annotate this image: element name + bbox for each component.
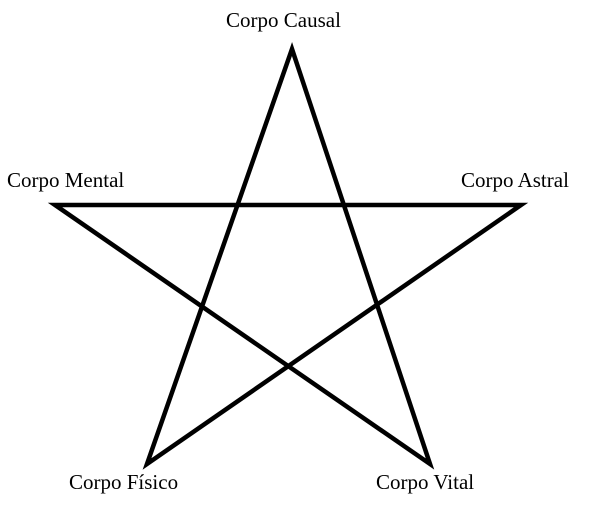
label-corpo-causal: Corpo Causal [226,8,341,32]
label-corpo-fisico: Corpo Físico [69,470,179,494]
label-corpo-astral: Corpo Astral [461,168,569,192]
pentagram-star [47,42,529,470]
label-corpo-mental: Corpo Mental [7,168,125,192]
label-corpo-vital: Corpo Vital [376,470,475,494]
